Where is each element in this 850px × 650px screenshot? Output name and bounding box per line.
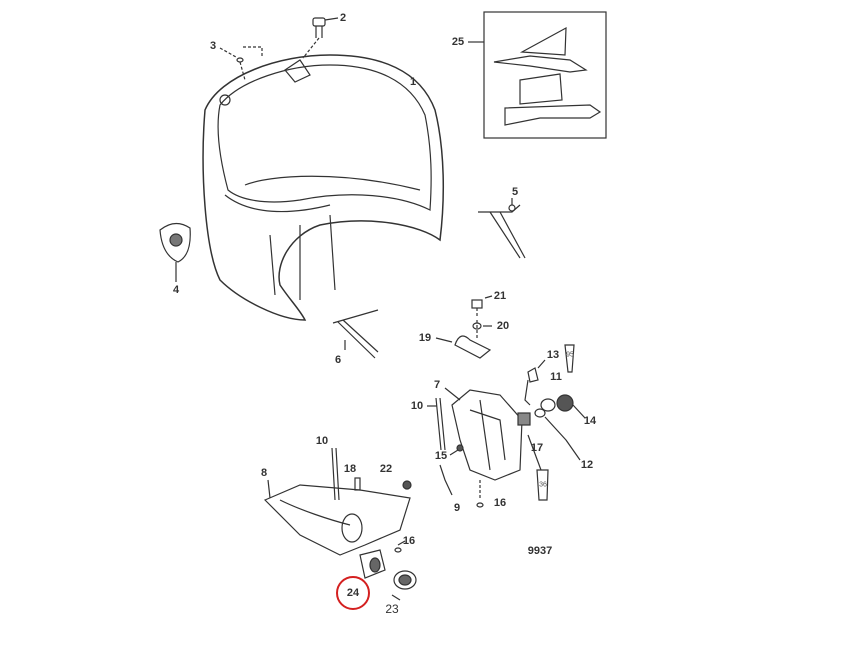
seal-kit-25	[468, 11, 607, 139]
washer-16a	[476, 480, 484, 508]
callout-8: 8	[260, 467, 268, 479]
bracket-7	[444, 387, 523, 481]
callout-13: 13	[546, 349, 560, 361]
callout-25: 25	[451, 36, 465, 48]
sealant-tube-36	[527, 434, 549, 501]
nut-22	[402, 480, 412, 490]
o-ring-11	[540, 398, 556, 412]
callout-21: 21	[493, 290, 507, 302]
diagram-code: 9937	[527, 545, 553, 557]
highlight-circle	[336, 576, 370, 610]
cap-14	[556, 394, 586, 419]
callout-9: 9	[453, 502, 461, 514]
tube-label-95: 95	[566, 351, 574, 359]
clamp-19	[435, 335, 492, 359]
tube-label-36: 36	[539, 481, 547, 489]
grommet-23	[391, 570, 417, 601]
callout-17: 17	[530, 442, 544, 454]
callout-11: 11	[550, 371, 562, 383]
bracket-6	[332, 309, 379, 359]
callout-10: 10	[315, 435, 329, 447]
callout-5: 5	[511, 186, 519, 198]
callout-4: 4	[172, 284, 180, 296]
callout-14: 14	[583, 415, 597, 427]
callout-2: 2	[339, 12, 347, 24]
callout-12: 12	[580, 459, 594, 471]
grommet-24	[359, 549, 386, 579]
grease-tube-95	[564, 344, 575, 373]
fastener-18	[354, 477, 361, 491]
harness-13	[524, 359, 546, 406]
washer-3	[219, 46, 263, 81]
bracket-5	[478, 198, 526, 259]
lower-cover-8	[263, 479, 411, 556]
clip-9	[439, 464, 453, 496]
callout-23: 23	[385, 602, 399, 616]
top-cowl	[202, 54, 445, 321]
callout-24: 24	[346, 587, 360, 599]
callout-3: 3	[209, 40, 217, 52]
callout-16: 16	[402, 535, 416, 547]
callout-19: 19	[418, 332, 432, 344]
callout-15: 15	[434, 450, 448, 462]
nut-15	[449, 444, 464, 456]
callout-7: 7	[433, 379, 441, 391]
washer-16b	[394, 540, 406, 553]
bolt-21	[471, 295, 493, 340]
callout-18: 18	[343, 463, 357, 475]
washer-20	[472, 322, 492, 330]
rod-10-lower	[331, 447, 340, 501]
screw-2	[302, 17, 339, 59]
lanyard-12	[534, 408, 581, 461]
callout-10: 10	[410, 400, 424, 412]
callout-20: 20	[496, 320, 510, 332]
callout-22: 22	[379, 463, 393, 475]
gear-17	[517, 412, 531, 426]
callout-16: 16	[493, 497, 507, 509]
callout-6: 6	[334, 354, 342, 366]
callout-1: 1	[409, 76, 417, 88]
grommet-4	[159, 222, 191, 282]
rod-10-upper	[427, 397, 446, 451]
